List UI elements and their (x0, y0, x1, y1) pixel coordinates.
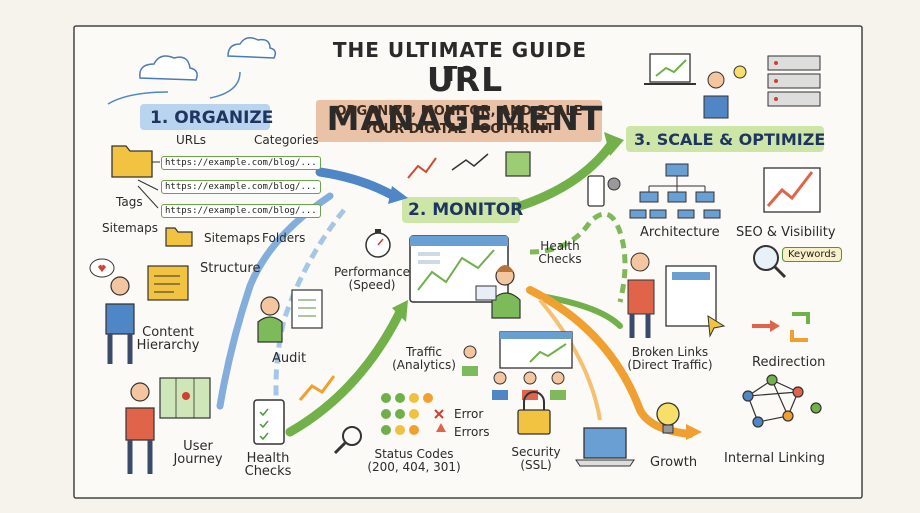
monitor-health-checks-line-1: Health (540, 239, 580, 253)
traffic-line-2: (Analytics) (392, 358, 456, 372)
heart-bubble-icon (89, 258, 115, 278)
errors-label: Errors (454, 425, 490, 439)
stopwatch-icon (365, 229, 391, 258)
performance-line-2: (Speed) (348, 278, 396, 292)
phone-icon (587, 175, 605, 207)
subtitle-line-2: YOUR DIGITAL FOOTPRINT (363, 122, 555, 137)
checklist-tablet-icon (253, 399, 285, 445)
cloud-arrow (107, 91, 169, 105)
analytics-screen-icon (499, 331, 573, 369)
content-hierarchy-line-1: Content (142, 325, 194, 340)
laptop-icon (575, 427, 635, 467)
server-icon (767, 55, 821, 107)
status-codes-line-1: Status Codes (374, 447, 454, 461)
scale-badge (626, 126, 824, 152)
zigzag-arrow (298, 375, 336, 401)
man-with-map-icon (125, 377, 211, 474)
man-with-pages-icon (627, 252, 726, 338)
arrow-organize-to-monitor (315, 167, 395, 199)
section-organize: 1. ORGANIZE (150, 108, 274, 128)
traffic-line-1: Traffic (405, 345, 443, 359)
gear-icon (607, 177, 621, 191)
traffic-label: Traffic (Analytics) (392, 346, 456, 372)
sitemap-tree-icon (629, 163, 721, 219)
categories-label: Categories (254, 133, 319, 147)
subtitle-line-1: ORGANIZE, MONITOR, AND SCALE (335, 104, 583, 119)
status-codes-line-2: (200, 404, 301) (367, 460, 461, 474)
status-dots (381, 393, 446, 435)
trend-icon (407, 157, 437, 179)
content-hierarchy-label: Content Hierarchy (137, 326, 200, 352)
growth-chart-icon (763, 167, 821, 213)
title-line-2: URL MANAGEMENT (326, 60, 604, 138)
man-with-board-icon (105, 265, 189, 364)
tags-label: Tags (116, 195, 143, 209)
magnifier-icon (333, 426, 362, 455)
redirection-arrows-icon (752, 312, 810, 342)
folder-icon (111, 145, 193, 247)
security-line-2: (SSL) (520, 458, 552, 472)
seo-visibility-label: SEO & Visibility (736, 225, 836, 240)
organize-badge (140, 104, 270, 130)
user-journey-line-2: Journey (173, 452, 223, 467)
performance-line-1: Performance (333, 265, 411, 279)
structure-label: Structure (200, 261, 261, 276)
broken-links-line-1: Broken Links (631, 345, 709, 359)
security-line-1: Security (511, 445, 561, 459)
cloud-icon (139, 37, 277, 81)
urls-label: URLs (176, 133, 207, 147)
lock-icon (517, 391, 551, 435)
audit-label: Audit (272, 351, 307, 366)
organize-health-checks-line-2: Checks (244, 464, 292, 479)
map-thumb-icon (505, 151, 531, 177)
internal-linking-label: Internal Linking (724, 451, 825, 466)
section-monitor: 2. MONITOR (408, 200, 524, 220)
audience-icon (462, 345, 566, 400)
section-scale: 3. SCALE & OPTIMIZE (634, 130, 826, 149)
organize-health-checks-line-1: Health (246, 451, 290, 466)
architecture-label: Architecture (640, 225, 720, 240)
user-journey-label: User Journey (173, 440, 222, 466)
sitemaps-label: Sitemaps (102, 221, 158, 235)
arrow-monitor-to-scale (515, 141, 615, 211)
lightbulb-icon (656, 402, 680, 434)
presenter-icon (644, 53, 747, 119)
redirection-label: Redirection (752, 355, 826, 370)
arrow-organize-down (216, 192, 334, 410)
organize-health-checks-label: Health Checks (245, 452, 292, 478)
monitor-health-checks-line-2: Checks (538, 252, 582, 266)
url-item: https://example.com/blog/... (161, 156, 321, 170)
woman-with-clipboard-icon (257, 289, 323, 343)
user-journey-line-1: User (183, 439, 213, 454)
status-codes-label: Status Codes (200, 404, 301) (367, 448, 460, 474)
subtitle: ORGANIZE, MONITOR, AND SCALE YOUR DIGITA… (318, 103, 600, 139)
content-hierarchy-line-2: Hierarchy (136, 338, 200, 353)
arrow-checks-to-monitor (285, 307, 405, 437)
error-label: Error (454, 407, 484, 421)
network-graph-icon (742, 374, 822, 428)
monitor-health-checks-label: Health Checks (538, 240, 581, 266)
growth-label: Growth (650, 455, 698, 470)
broken-links-label: Broken Links (Direct Traffic) (627, 346, 712, 372)
sitemaps-label-2: Sitemaps (204, 231, 260, 245)
woman-analyst-icon (475, 265, 521, 319)
arrow-monitor-to-growth (526, 286, 694, 438)
monitor-badge (402, 197, 520, 223)
broken-links-line-2: (Direct Traffic) (627, 358, 713, 372)
url-item: https://example.com/blog/... (161, 180, 321, 194)
title-line-1: THE ULTIMATE GUIDE TO (332, 38, 588, 86)
security-label: Security (SSL) (511, 446, 560, 472)
keywords-tag: Keywords (782, 247, 842, 262)
url-item: https://example.com/blog/... (161, 204, 321, 218)
folders-label: Folders (262, 231, 306, 245)
subtitle-band (316, 100, 602, 142)
seo-magnifier-icon (753, 245, 787, 279)
performance-label: Performance (Speed) (334, 266, 410, 292)
